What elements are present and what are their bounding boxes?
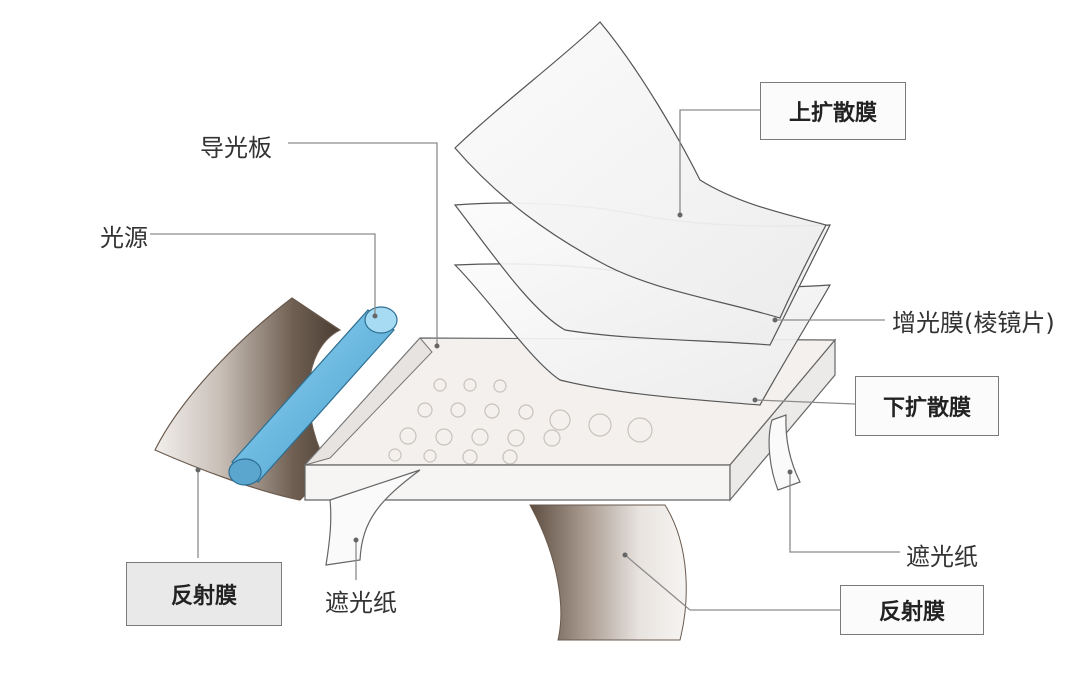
- upper-diffuser-film: [454, 21, 827, 319]
- reflector-film-right: [529, 504, 687, 641]
- light-guide-plate-label: 导光板: [200, 134, 272, 162]
- reflector-right-label: 反射膜: [840, 585, 984, 635]
- upper-diffuser-label: 上扩散膜: [760, 82, 906, 140]
- leader-lines: [150, 109, 900, 611]
- light-source-tube: [228, 306, 398, 486]
- light-source-label: 光源: [100, 224, 148, 252]
- shading-paper-right-label: 遮光纸: [906, 543, 978, 571]
- lower-diffuser-label: 下扩散膜: [855, 376, 999, 436]
- reflector-left-label: 反射膜: [126, 562, 282, 626]
- shading-paper-left: [325, 469, 421, 566]
- light-guide-dot-pattern: [388, 378, 653, 465]
- shading-paper-left-label: 遮光纸: [325, 589, 397, 617]
- brightness-film-label: 增光膜(棱镜片): [892, 309, 1055, 337]
- shading-paper-right: [768, 414, 801, 491]
